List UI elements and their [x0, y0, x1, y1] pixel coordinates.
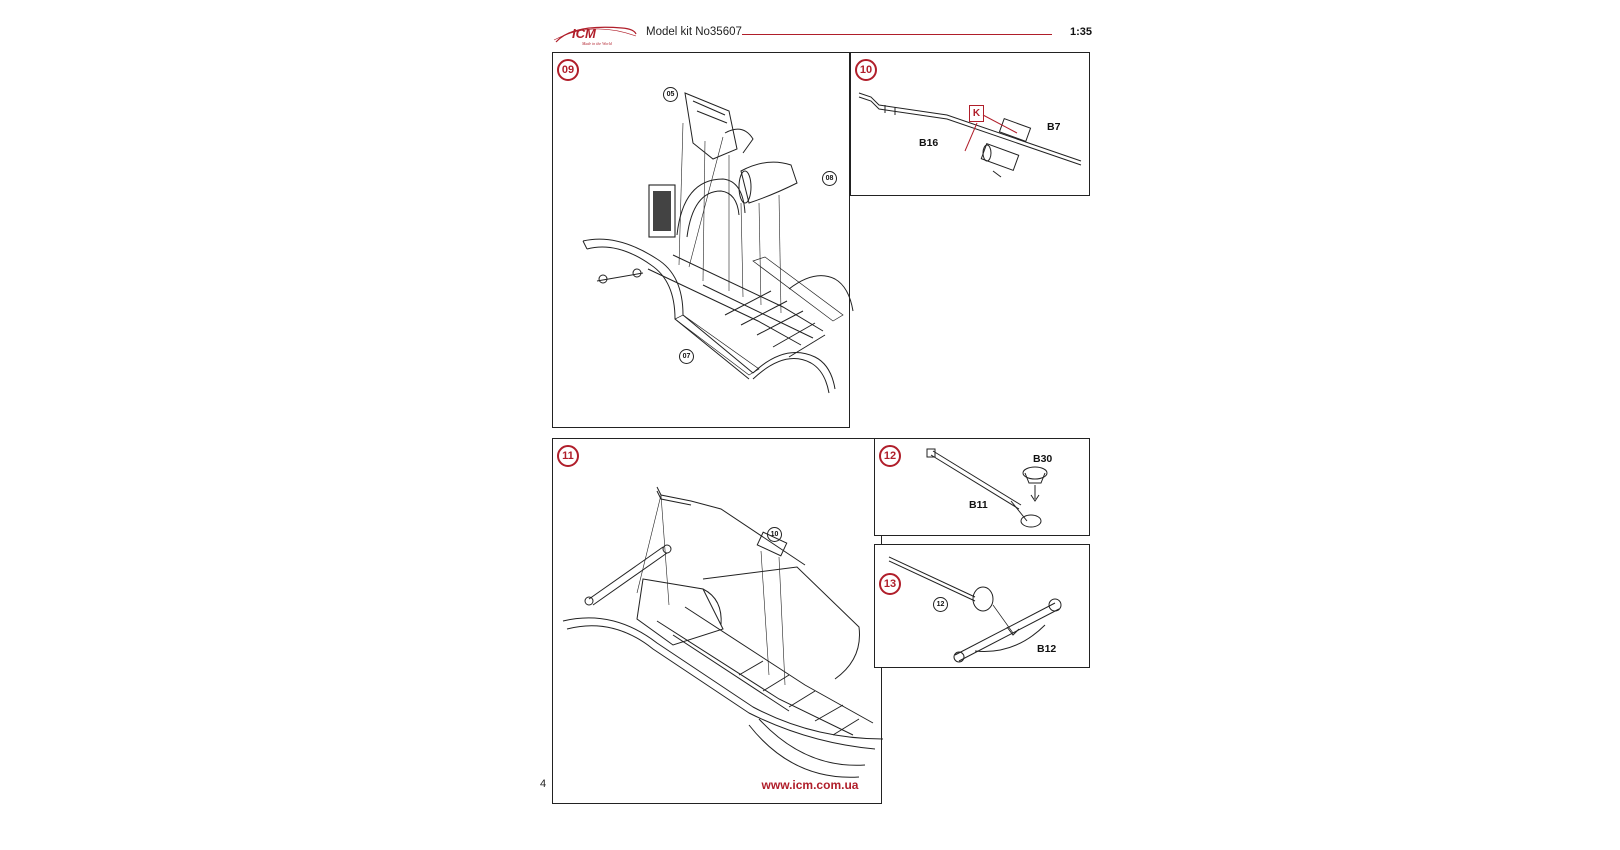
rear-axle-drawing	[888, 556, 1062, 663]
chassis-underside-drawing	[562, 486, 884, 778]
chassis-front-assembly-drawing	[582, 92, 854, 394]
part-label-b7: B7	[1047, 121, 1061, 133]
logo-tagline: Made in the World	[581, 41, 613, 46]
page-header: ICM Made in the World Model kit No35607 …	[552, 22, 1092, 46]
k-marker: K	[969, 105, 984, 122]
step-13-panel: 13 12 B12	[874, 544, 1090, 668]
step-09-badge: 09	[557, 59, 579, 81]
part-label-b30: B30	[1033, 453, 1053, 465]
step-12-panel: 12 B30 B11	[874, 438, 1090, 536]
step-10-badge: 10	[855, 59, 877, 81]
step-ref-05: 05	[663, 87, 678, 102]
header-rule	[742, 34, 1052, 35]
page-number: 4	[540, 778, 547, 790]
website-link[interactable]: www.icm.com.ua	[761, 778, 859, 792]
part-label-b11: B11	[969, 499, 988, 511]
step-ref-07: 07	[679, 349, 694, 364]
scale-label: 1:35	[1069, 26, 1092, 38]
part-label-b12: B12	[1037, 643, 1057, 655]
driveshaft-drawing	[926, 448, 1048, 528]
step-13-badge: 13	[879, 573, 901, 595]
logo-text: ICM	[572, 26, 597, 41]
icm-logo: ICM Made in the World	[553, 26, 637, 46]
step-12-badge: 12	[879, 445, 901, 467]
kit-number: Model kit No35607	[646, 26, 742, 38]
step-09-panel: 09 05 08 07	[552, 52, 854, 428]
step-11-badge: 11	[557, 445, 579, 467]
part-label-b16: B16	[919, 137, 939, 149]
step-10-panel: 10 K B7 B16	[850, 52, 1090, 196]
step-ref-08: 08	[822, 171, 837, 186]
step-11-panel: 11 10	[552, 438, 884, 804]
step-ref-12: 12	[933, 597, 948, 612]
brake-rod-drawing	[858, 92, 1082, 178]
